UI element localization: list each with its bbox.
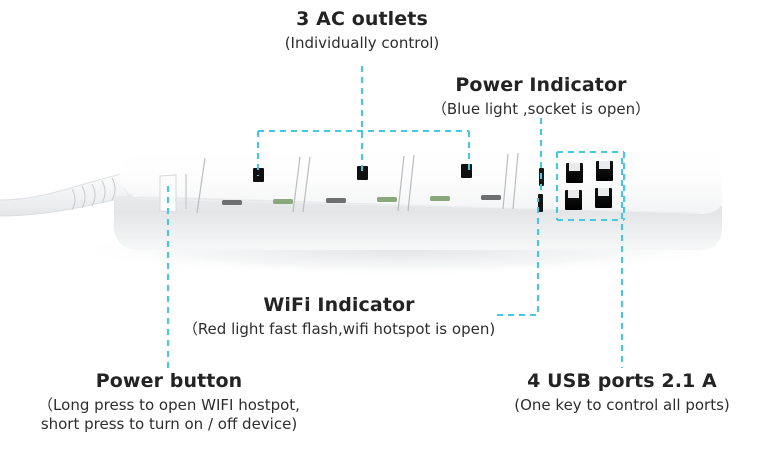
- power-indicator-subtitle: （Blue light ,socket is open）: [431, 99, 651, 118]
- usb-port-3: [565, 190, 582, 210]
- wifi-indicator-subtitle: （Red light fast flash,wifi hotspot is op…: [182, 319, 496, 338]
- wifi-indicator-light: [538, 194, 543, 212]
- callout-label-power-indicator: Power Indicator （Blue light ,socket is o…: [408, 74, 674, 119]
- usb-ports[interactable]: [565, 161, 613, 210]
- usb-port-1: [566, 163, 583, 183]
- power-button-subtitle: （Long press to open WIFI hostpot,: [38, 395, 300, 414]
- callout-label-usb-ports: 4 USB ports 2.1 A (One key to control al…: [492, 370, 752, 415]
- callout-label-power-button: Power button （Long press to open WIFI ho…: [16, 370, 322, 434]
- callout-line-wifi-indicator: [497, 198, 540, 317]
- power-indicator-title: Power Indicator: [455, 74, 627, 96]
- callout-label-ac-outlets: 3 AC outlets (Individually control): [232, 8, 492, 53]
- power-button-subtitle-2: short press to turn on / off device): [40, 414, 298, 433]
- usb-ports-title: 4 USB ports 2.1 A: [527, 370, 717, 392]
- ac-outlets-title: 3 AC outlets: [296, 8, 428, 30]
- ac-outlets-subtitle: (Individually control): [284, 33, 440, 52]
- usb-port-4: [595, 188, 612, 208]
- ac-outlet-2[interactable]: [326, 166, 397, 203]
- callout-bracket-ac-outlets: [256, 129, 471, 176]
- callout-label-wifi-indicator: WiFi Indicator （Red light fast flash,wif…: [176, 294, 502, 339]
- wifi-indicator-title: WiFi Indicator: [263, 294, 415, 316]
- usb-port-2: [596, 161, 613, 181]
- socket-dividers: [196, 152, 519, 214]
- power-button[interactable]: [159, 174, 187, 213]
- callout-bracket-usb: [555, 150, 626, 222]
- usb-ports-subtitle: (One key to control all ports): [514, 395, 730, 414]
- power-button-title: Power button: [95, 370, 243, 392]
